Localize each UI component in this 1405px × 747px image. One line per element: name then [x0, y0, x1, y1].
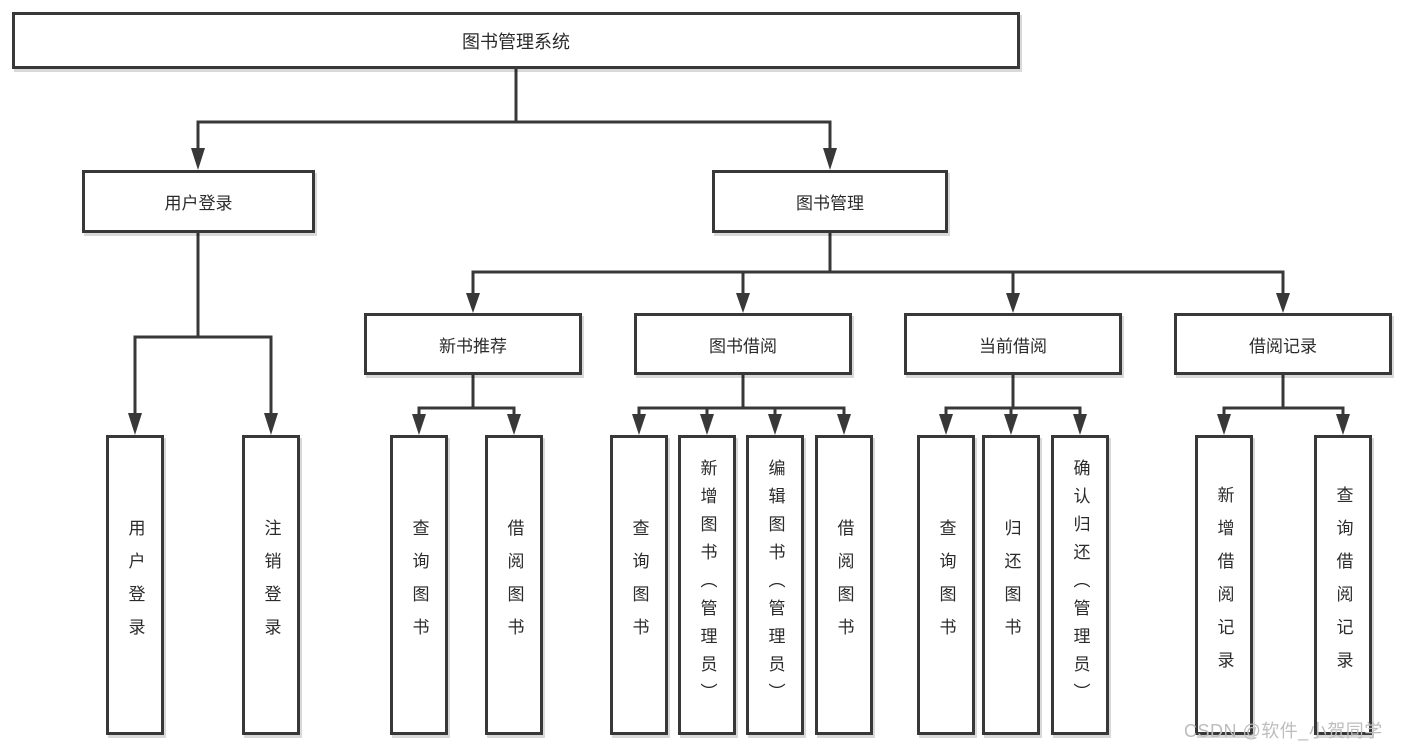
node-label: 图书管理系统 — [462, 31, 570, 52]
leaf-borrow-books: 借阅图书 — [485, 435, 543, 735]
node-label: 查询图书 — [409, 519, 429, 651]
node-label: 查询图书 — [629, 519, 649, 651]
leaf-query-books: 查询图书 — [917, 435, 975, 735]
leaf-query-books: 查询图书 — [610, 435, 668, 735]
node-label: 图书借阅 — [709, 336, 777, 356]
node-label: 用户登录 — [164, 194, 233, 213]
node-label: 归还图书 — [1001, 519, 1021, 651]
node-book-borrow: 图书借阅 — [634, 313, 852, 375]
leaf-edit-books-admin: 编辑图书（管理员） — [746, 435, 804, 735]
node-label: 注销登录 — [261, 519, 281, 651]
leaf-add-borrow-record: 新增借阅记录 — [1195, 435, 1253, 735]
node-label: 查询借阅记录 — [1333, 486, 1353, 684]
node-label: 借阅图书 — [504, 519, 524, 651]
node-label: 编辑图书（管理员） — [765, 459, 785, 711]
node-label: 确认归还（管理员） — [1070, 459, 1090, 711]
node-label: 新增借阅记录 — [1214, 486, 1234, 684]
leaf-query-books: 查询图书 — [390, 435, 448, 735]
leaf-borrow-books: 借阅图书 — [815, 435, 873, 735]
node-system-root: 图书管理系统 — [12, 12, 1020, 69]
node-new-book-recommend: 新书推荐 — [364, 313, 582, 375]
node-borrow-records: 借阅记录 — [1174, 313, 1392, 375]
node-label: 借阅图书 — [834, 519, 854, 651]
node-label: 图书管理 — [796, 194, 864, 213]
node-book-management-module: 图书管理 — [712, 170, 948, 233]
node-label: 新增图书（管理员） — [697, 459, 717, 711]
leaf-return-books: 归还图书 — [982, 435, 1040, 735]
leaf-confirm-return-admin: 确认归还（管理员） — [1051, 435, 1109, 735]
leaf-logout: 注销登录 — [242, 435, 300, 735]
node-current-borrow: 当前借阅 — [904, 313, 1122, 375]
node-label: 查询图书 — [936, 519, 956, 651]
leaf-query-borrow-record: 查询借阅记录 — [1314, 435, 1372, 735]
node-label: 借阅记录 — [1249, 336, 1317, 356]
node-user-login-module: 用户登录 — [82, 170, 315, 233]
node-label: 新书推荐 — [439, 336, 507, 356]
leaf-user-login: 用户登录 — [106, 435, 164, 735]
node-label: 当前借阅 — [979, 336, 1047, 356]
leaf-add-books-admin: 新增图书（管理员） — [678, 435, 736, 735]
csdn-watermark: CSDN @软件_小贺同学 — [1184, 721, 1383, 741]
node-label: 用户登录 — [125, 519, 145, 651]
